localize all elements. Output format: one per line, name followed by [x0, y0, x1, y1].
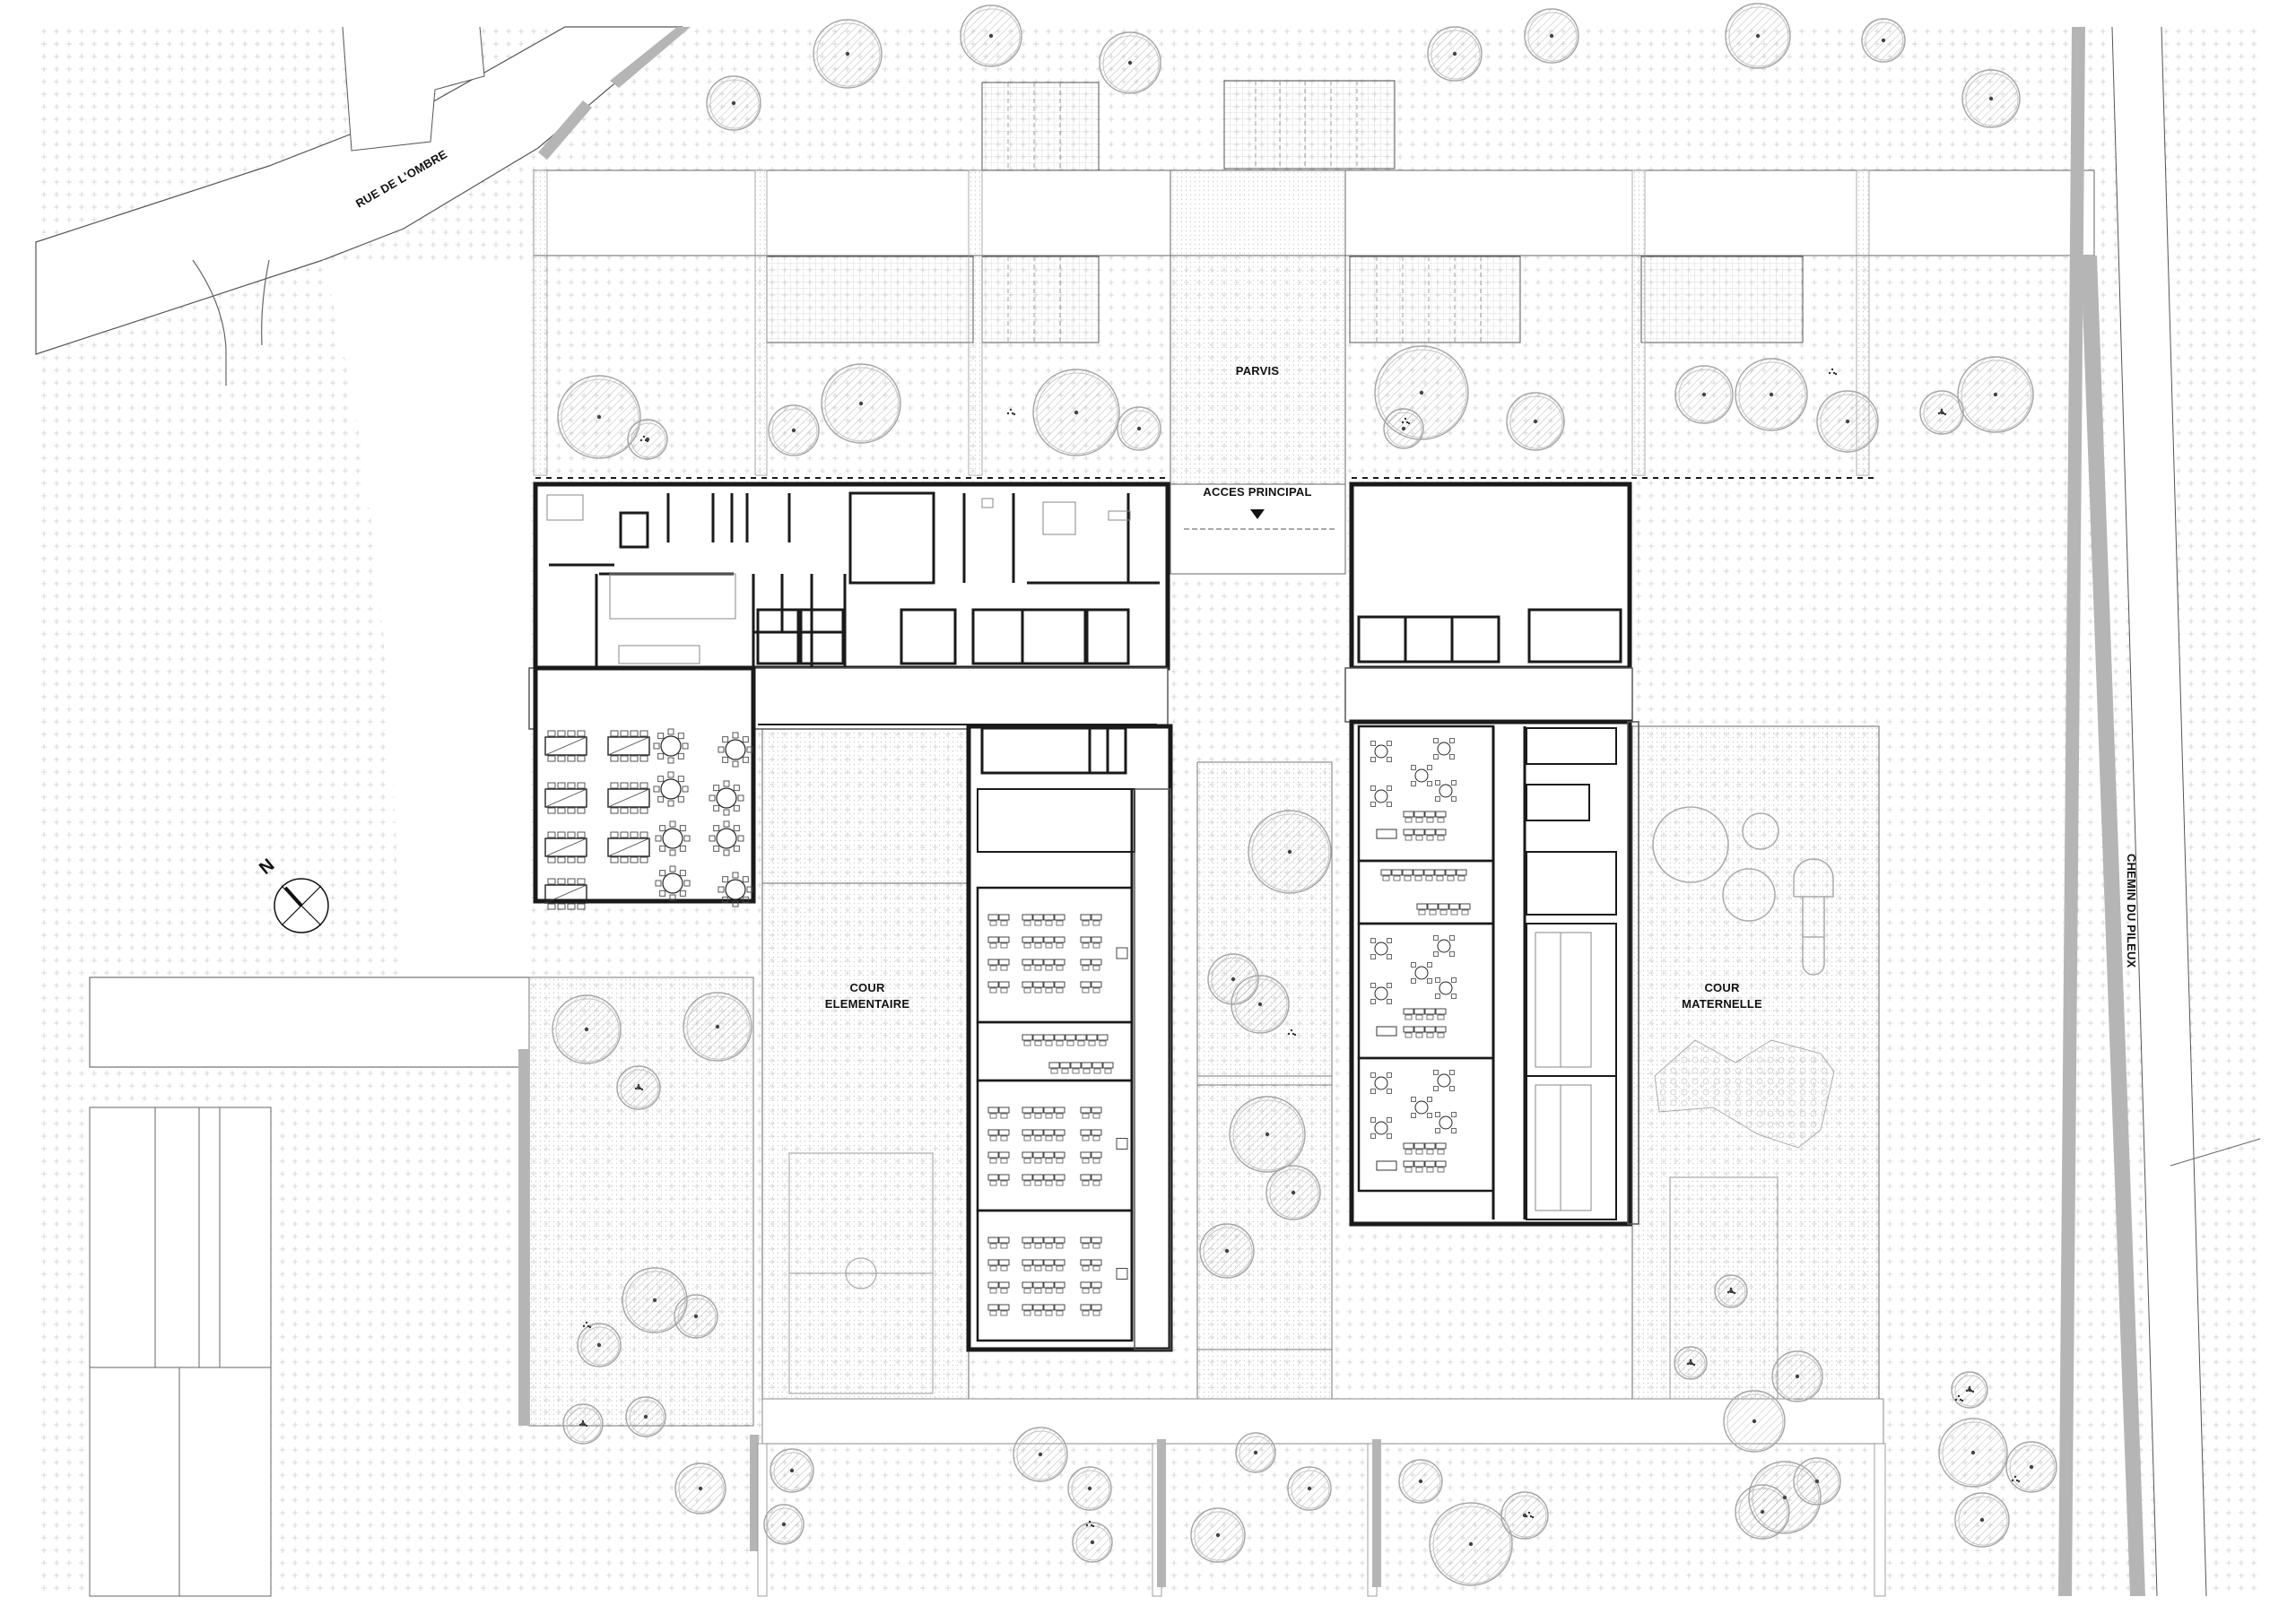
shrub-icon — [1828, 368, 1838, 376]
tree-icon — [1231, 975, 1290, 1034]
tree-icon — [1861, 18, 1906, 63]
main-access-label: ACCES PRINCIPAL — [1203, 485, 1311, 499]
tree-icon — [1919, 390, 1964, 435]
shrub-icon — [1954, 1394, 1964, 1402]
tree-icon — [1229, 1096, 1306, 1173]
shrub-icon — [1525, 1511, 1535, 1519]
tree-icon — [1793, 1457, 1841, 1506]
tree-icon — [1816, 390, 1879, 453]
tree-icon — [1961, 69, 2021, 128]
shrub-icon — [582, 1321, 592, 1329]
tree-icon — [1099, 31, 1161, 94]
shrub-icon — [1287, 1028, 1297, 1037]
shrub-icon — [2011, 1475, 2021, 1483]
cour-maternelle-label-2: MATERNELLE — [1682, 997, 1762, 1011]
tree-icon — [1725, 3, 1791, 69]
tree-icon — [627, 419, 668, 460]
tree-icon — [1398, 1459, 1443, 1504]
tree-icon — [1500, 1491, 1549, 1540]
shrub-icon — [1686, 1358, 1696, 1367]
tree-icon — [1954, 1492, 2010, 1548]
tree-icon — [1735, 358, 1808, 431]
tree-icon — [557, 375, 641, 459]
cour-elementaire-label-1: COUR — [849, 981, 884, 994]
tree-icon — [768, 404, 820, 456]
shrub-icon — [1937, 408, 1947, 416]
tree-icon — [1190, 1507, 1246, 1563]
tree-icon — [1427, 26, 1483, 82]
maternelle-classrooms — [1357, 725, 1495, 1193]
tree-icon — [960, 4, 1022, 67]
tree-icon — [1235, 1432, 1276, 1473]
tree-icon — [1032, 369, 1120, 456]
shrub-icon — [1401, 417, 1411, 425]
tree-icon — [821, 363, 901, 444]
tree-icon — [552, 994, 622, 1064]
tree-icon — [813, 19, 883, 89]
tree-icon — [562, 1403, 604, 1445]
tree-icon — [2005, 1441, 2057, 1493]
tree-icon — [1199, 1223, 1255, 1279]
tree-icon — [1938, 1418, 2008, 1488]
tree-icon — [1383, 408, 1424, 449]
main-access-arrow-icon — [1250, 509, 1265, 519]
shrub-icon — [1965, 1385, 1975, 1393]
tree-icon — [577, 1323, 622, 1367]
shrub-icon — [1085, 1520, 1095, 1528]
tree-icon — [683, 992, 752, 1062]
shrub-icon — [634, 1083, 644, 1091]
trees-layer — [552, 3, 2057, 1586]
tree-icon — [1013, 1427, 1068, 1482]
tree-icon — [1674, 1346, 1708, 1380]
north-arrow-icon: N — [256, 855, 329, 933]
tree-icon — [1248, 810, 1332, 894]
tree-icon — [625, 1396, 666, 1437]
tree-icon — [1524, 8, 1579, 64]
school-building — [528, 477, 1879, 1352]
street-label-chemin-du-pileux: CHEMIN DU PILEUX — [2125, 854, 2138, 968]
tree-icon — [1072, 1522, 1113, 1563]
tree-icon — [1506, 392, 1565, 451]
cour-elementaire-label-2: ELEMENTAIRE — [825, 997, 910, 1011]
tree-icon — [1429, 1502, 1513, 1586]
tree-icon — [763, 1504, 804, 1545]
tree-icon — [1714, 1274, 1748, 1308]
tree-icon — [674, 1294, 718, 1339]
landscape — [35, 26, 2261, 1598]
tree-icon — [1287, 1466, 1332, 1511]
shrub-icon — [1726, 1287, 1736, 1295]
elementary-classrooms — [976, 886, 1134, 1342]
tree-icon — [770, 1448, 814, 1493]
tree-icon — [706, 75, 761, 131]
tree-icon — [1771, 1350, 1823, 1402]
tree-icon — [1265, 1165, 1321, 1220]
dining-furniture — [544, 728, 753, 910]
parvis-label: PARVIS — [1236, 364, 1280, 378]
tree-icon — [1957, 356, 2034, 433]
tree-icon — [674, 1462, 726, 1515]
tree-icon — [616, 1065, 661, 1110]
shrub-icon — [1006, 408, 1016, 416]
shrub-icon — [578, 1419, 588, 1428]
cour-maternelle-label-1: COUR — [1704, 981, 1739, 994]
shrub-icon — [639, 435, 649, 443]
tree-icon — [1951, 1371, 1988, 1409]
tree-icon — [1723, 1390, 1786, 1453]
tree-icon — [1067, 1466, 1112, 1511]
tree-icon — [1117, 406, 1161, 451]
tree-icon — [1674, 365, 1734, 424]
